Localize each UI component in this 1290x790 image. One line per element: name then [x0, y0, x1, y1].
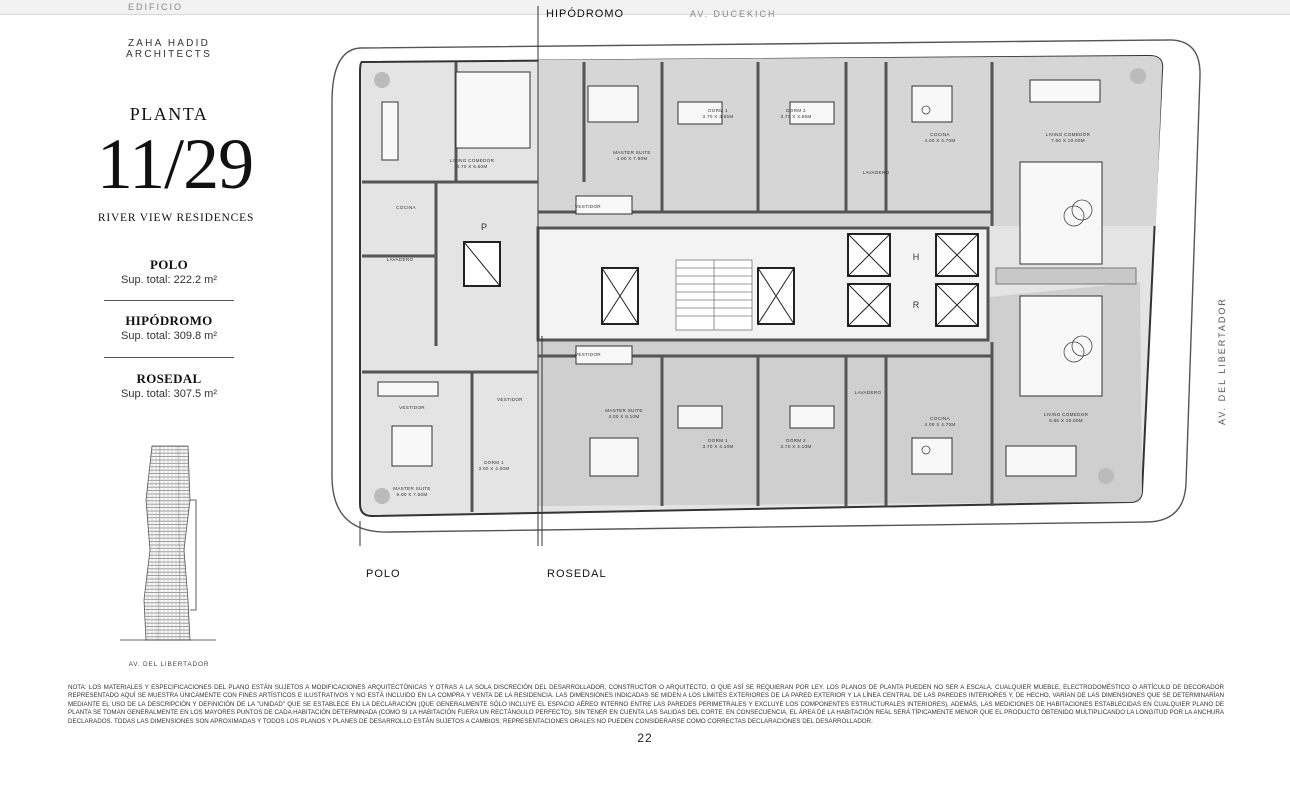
room-label: DORM 1: [708, 108, 728, 113]
unit-area: Sup. total: 309.8 m²: [121, 330, 217, 342]
project-name: RIVER VIEW RESIDENCES: [97, 212, 255, 224]
unit-name: ROSEDAL: [136, 371, 202, 386]
room-label: VESTIDOR: [575, 352, 601, 357]
unit-name: POLO: [149, 257, 189, 272]
room-dims: 3.70 X 4.10M: [703, 444, 734, 449]
room-label: LAVADERO: [863, 170, 890, 175]
room-dims: 3.70 X 3.65M: [781, 114, 812, 119]
plan-tag-hipodromo: HIPÓDROMO: [546, 8, 625, 20]
room-label: LAVADERO: [855, 390, 882, 395]
room-label: VESTIDOR: [575, 204, 601, 209]
tower-caption: AV. DEL LIBERTADOR: [128, 661, 210, 668]
architect-name: ZAHA HADID ARCHITECTS: [126, 38, 212, 60]
page-number: 22: [637, 731, 653, 745]
room-label: COCINA: [930, 132, 950, 137]
room-label: MASTER SUITE: [613, 150, 651, 155]
street-top-label: AV. DUCEKICH: [690, 9, 777, 19]
room-dims: 4.00 X 4.70M: [925, 138, 956, 143]
room-label: COCINA: [396, 205, 416, 210]
room-label: COCINA: [930, 416, 950, 421]
tower-elevation-image: [120, 445, 216, 641]
room-label: LIVING COMEDOR: [450, 158, 495, 163]
legal-note: NOTA: LOS MATERIALES Y ESPECIFICACIONES …: [68, 684, 1224, 725]
unit-name: HIPÓDROMO: [125, 313, 213, 328]
floor-range: 11/29: [96, 124, 254, 204]
core-label-p: P: [481, 222, 487, 232]
room-dims: 7.60 X 10.00M: [1051, 138, 1085, 143]
room-dims: 4.00 X 8.10M: [609, 414, 640, 419]
divider: [104, 357, 234, 358]
top-page-edge: EDIFICIO: [0, 0, 1290, 15]
unit-area: Sup. total: 222.2 m²: [121, 274, 217, 286]
divider: [104, 300, 234, 301]
room-label: DORM 2: [786, 438, 806, 443]
room-dims: 4.00 X 4.70M: [925, 422, 956, 427]
room-label: MASTER SUITE: [393, 486, 431, 491]
street-right-label: AV. DEL LIBERTADOR: [1215, 290, 1229, 440]
unit-area: Sup. total: 307.5 m²: [121, 388, 217, 400]
core-label-r: R: [913, 300, 920, 310]
room-dims: 9.00 X 7.50M: [397, 492, 428, 497]
room-label: MASTER SUITE: [605, 408, 643, 413]
street-right-text: AV. DEL LIBERTADOR: [1217, 297, 1227, 425]
room-dims: 3.70 X 3.65M: [703, 114, 734, 119]
room-label: DORM 2: [786, 108, 806, 113]
room-label: LIVING COMEDOR: [1046, 132, 1091, 137]
unit-polo: POLO Sup. total: 222.2 m²: [104, 257, 234, 286]
room-label: VESTIDOR: [497, 397, 523, 402]
room-label: DORM 1: [484, 460, 504, 465]
unit-rosedal: ROSEDAL Sup. total: 307.5 m²: [104, 371, 234, 400]
plan-tag-rosedal: ROSEDAL: [547, 568, 607, 580]
plan-tag-polo: POLO: [366, 568, 401, 580]
core-label-h: H: [913, 252, 920, 262]
room-label: DORM 1: [708, 438, 728, 443]
room-label: VESTIDOR: [399, 405, 425, 410]
room-dims: 3.00 X 4.00M: [479, 466, 510, 471]
room-dims: 8.70 X 6.60M: [457, 164, 488, 169]
planta-label: PLANTA: [129, 104, 209, 124]
room-label: LAVADERO: [387, 257, 414, 262]
cut-header-text: EDIFICIO: [128, 2, 184, 12]
room-dims: 3.70 X 4.10M: [781, 444, 812, 449]
floor-plan-drawing: LIVING COMEDOR 8.70 X 6.60M MASTER SUITE…: [331, 6, 1201, 546]
unit-hipodromo: HIPÓDROMO Sup. total: 309.8 m²: [104, 313, 234, 342]
room-label: LIVING COMEDOR: [1044, 412, 1089, 417]
room-dims: 4.00 X 7.90M: [617, 156, 648, 161]
room-dims: 9.85 X 10.00M: [1049, 418, 1083, 423]
